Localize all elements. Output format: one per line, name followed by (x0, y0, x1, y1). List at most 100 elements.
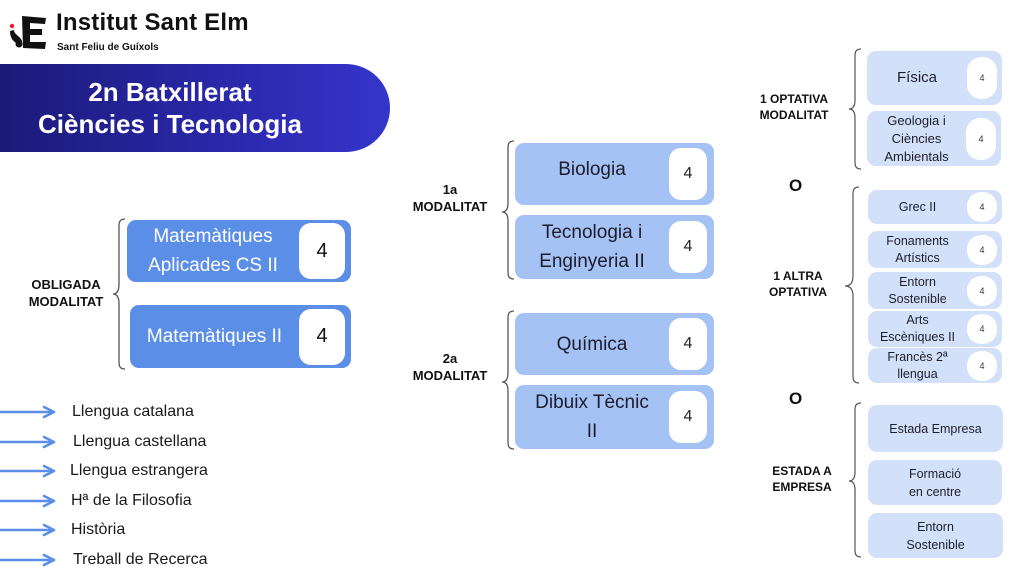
subject-hours: 4 (967, 192, 997, 222)
subject-hours: 4 (966, 117, 996, 160)
subject-hours: 4 (669, 148, 707, 200)
common-subject-item: Història (0, 519, 125, 541)
subject-name-line: Escèniques II (879, 330, 956, 344)
subject-name-line: Dibuix Tècnic (535, 392, 649, 413)
subject-name-line: Tecnologia i (541, 222, 643, 243)
subject-box-biologia[interactable]: Biologia 4 (515, 143, 714, 205)
or-separator-1: O (789, 176, 803, 195)
subject-name: Dibuix Tècnic II (515, 388, 669, 446)
title-line-1: 2n Batxillerat (88, 77, 252, 107)
group-label-altra-optativa: 1 ALTRA OPTATIVA (752, 268, 844, 300)
subject-name-line: en centre (908, 484, 962, 499)
common-subject-item: Treball de Recerca (0, 549, 208, 571)
subject-box-estada[interactable]: Formació en centre (868, 460, 1002, 505)
subject-name: Formació en centre (868, 465, 1002, 501)
common-subject-label: Hª de la Filosofia (71, 492, 192, 509)
subject-name-line: Artístics (895, 250, 940, 265)
brace-obligada (112, 218, 126, 370)
brace-modalitat-1 (501, 140, 515, 280)
subject-box-quimica[interactable]: Química 4 (515, 313, 714, 375)
group-label-line: 2a (442, 351, 458, 366)
subject-box-tecnologia[interactable]: Tecnologia i Enginyeria II 4 (515, 215, 714, 279)
subject-hours: 4 (299, 308, 345, 365)
subject-box-mates-ii[interactable]: Matemàtiques II 4 (130, 305, 351, 368)
title-line-2: Ciències i Tecnologia (38, 109, 302, 139)
subject-hours: 4 (669, 318, 707, 370)
group-label-line: OBLIGADA (31, 277, 101, 292)
subject-hours: 4 (299, 223, 345, 279)
subject-box-mates-aplicades[interactable]: Matemàtiques Aplicades CS II 4 (127, 220, 351, 282)
subject-box-geologia[interactable]: Geologia i Ciències Ambientals 4 (867, 111, 1001, 166)
subject-hours: 4 (967, 57, 997, 99)
subject-name-line: Formació (908, 466, 962, 481)
subject-name-line: Grec II (898, 199, 937, 214)
group-label-modalitat-2: 2a MODALITAT (398, 350, 502, 384)
group-label-line: ESTADA A (772, 464, 832, 478)
subject-name: Física (896, 69, 937, 86)
subject-name: Matemàtiques II (146, 326, 283, 347)
common-subject-item: Llengua estrangera (0, 460, 208, 482)
subject-name-line: Ambientals (884, 148, 949, 164)
subject-name-line: Geologia i (887, 112, 946, 128)
subject-name-line: Entorn (917, 519, 954, 534)
group-label-estada-empresa: ESTADA A EMPRESA (756, 463, 848, 495)
group-label-optativa-modalitat: 1 OPTATIVA MODALITAT (748, 91, 840, 123)
subject-hours: 4 (669, 221, 707, 273)
group-label-line: MODALITAT (759, 108, 829, 122)
subject-box-estada[interactable]: Estada Empresa (868, 405, 1003, 452)
brace-altra-optativa (844, 186, 860, 384)
arrow-right-icon (0, 494, 56, 508)
subject-name: Tecnologia i Enginyeria II (515, 218, 669, 276)
group-label-obligada: OBLIGADA MODALITAT (18, 276, 114, 310)
arrow-right-icon (0, 405, 56, 419)
common-subject-label: Treball de Recerca (73, 551, 208, 568)
common-subject-label: Llengua estrangera (70, 462, 208, 479)
group-label-line: EMPRESA (772, 480, 832, 494)
subject-name-line: II (586, 421, 598, 442)
or-separator-2: O (789, 389, 803, 408)
subject-hours: 4 (967, 350, 997, 381)
subject-name-line: Aplicades CS II (148, 255, 278, 276)
subject-name: Matemàtiques Aplicades CS II (127, 222, 299, 280)
brace-optativa-modalitat (848, 48, 862, 170)
school-name: Institut Sant Elm (56, 9, 249, 36)
title-banner: 2n Batxillerat Ciències i Tecnologia (0, 64, 390, 152)
brace-modalitat-2 (501, 310, 515, 450)
group-label-line: OPTATIVA (769, 285, 827, 299)
arrow-right-icon (0, 464, 56, 478)
brace-estada-empresa (848, 402, 862, 558)
subject-name-line: Fonaments (886, 233, 949, 248)
subject-name: Química (556, 333, 628, 355)
group-label-line: 1 ALTRA (773, 269, 823, 283)
common-subject-item: Llengua catalana (0, 401, 194, 423)
subject-box-dibuix-tecnic[interactable]: Dibuix Tècnic II 4 (515, 385, 714, 449)
arrow-right-icon (0, 435, 56, 449)
common-subject-item: Llengua castellana (0, 431, 206, 453)
subject-name-line: Enginyeria II (539, 251, 645, 272)
school-town: Sant Feliu de Guíxols (57, 42, 159, 53)
group-label-line: MODALITAT (28, 294, 104, 309)
common-subject-label: Història (71, 521, 126, 538)
subject-name-line: Sostenible (906, 537, 965, 552)
ise-logo-icon (8, 14, 48, 52)
group-label-line: MODALITAT (412, 199, 488, 214)
subject-box-optativa[interactable]: Grec II 4 (868, 190, 1002, 224)
subject-name-line: Matemàtiques (153, 226, 273, 247)
group-label-line: 1a (442, 182, 458, 197)
subject-name-line: Entorn (899, 274, 936, 289)
subject-box-fisica[interactable]: Física 4 (867, 51, 1002, 105)
common-subject-label: Llengua catalana (72, 403, 194, 420)
common-subject-item: Hª de la Filosofia (0, 490, 192, 512)
group-label-line: 1 OPTATIVA (759, 92, 828, 106)
subject-hours: 4 (967, 234, 997, 265)
